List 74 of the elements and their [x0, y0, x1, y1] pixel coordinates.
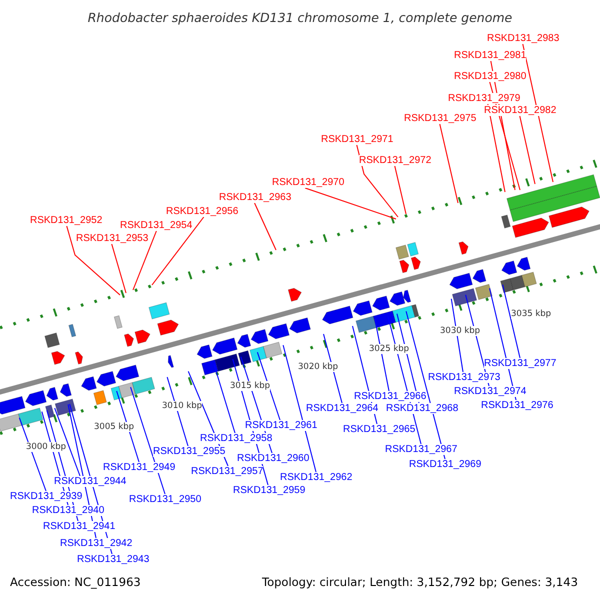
- gene-label: RSKD131_2963: [219, 192, 292, 203]
- gene-label: RSKD131_2976: [481, 400, 554, 411]
- gene-label: RSKD131_2975: [404, 113, 476, 124]
- gene-label: RSKD131_2941: [43, 521, 116, 532]
- gene-label: RSKD131_2982: [484, 105, 556, 116]
- scale-label: 3020 kbp: [298, 362, 338, 372]
- scale-label: 3005 kbp: [94, 422, 134, 432]
- diagram-title: Rhodobacter sphaeroides KD131 chromosome 1, complete genome: [86, 10, 514, 25]
- gene-label: RSKD131_2940: [32, 505, 104, 516]
- gene-label: RSKD131_2981: [454, 50, 526, 61]
- leader-line: [132, 230, 157, 290]
- gene-label: RSKD131_2979: [448, 93, 520, 104]
- gene-label: RSKD131_2964: [306, 403, 378, 414]
- leader-line: [66, 226, 120, 296]
- gene-label: RSKD131_2962: [280, 472, 352, 483]
- leader-line: [502, 284, 520, 358]
- gene-label: RSKD131_2953: [76, 233, 148, 244]
- leader-line: [522, 44, 554, 182]
- leader-line: [487, 104, 506, 192]
- leader-line: [18, 417, 46, 492]
- gene-label: RSKD131_2955: [153, 446, 226, 457]
- gene-label: RSKD131_2960: [237, 453, 310, 464]
- gene-label: RSKD131_2974: [454, 386, 526, 397]
- leader-line: [374, 319, 390, 392]
- scale-label: 3000 kbp: [26, 442, 66, 452]
- leader-line: [130, 386, 166, 494]
- gene-label: RSKD131_2949: [103, 462, 176, 473]
- gene-label: RSKD131_2939: [10, 491, 82, 502]
- leader-line: [256, 352, 280, 420]
- gene-label: RSKD131_2971: [321, 134, 394, 145]
- leader-line: [213, 364, 236, 434]
- scale-label: 3035 kbp: [511, 309, 552, 319]
- leader-line: [152, 216, 204, 286]
- gene-label: RSKD131_2966: [354, 391, 426, 402]
- gene-label: RSKD131_2961: [245, 420, 318, 431]
- leader-line: [519, 116, 536, 184]
- gene-label: RSKD131_2943: [77, 554, 150, 565]
- gene-label: RSKD131_2956: [166, 206, 238, 217]
- leader-line: [111, 244, 126, 294]
- gene-label: RSKD131_2980: [454, 71, 526, 82]
- genome-info-text: Topology: circular; Length: 3,152,792 bp; Genes: 3,143: [262, 575, 578, 589]
- scale-label: 3010 kbp: [162, 401, 202, 411]
- leader-line: [356, 144, 398, 218]
- gene-label: RSKD131_2958: [200, 433, 272, 444]
- gene-label: RSKD131_2973: [428, 372, 500, 383]
- accession-text: Accession: NC_011963: [10, 575, 141, 589]
- gene-label: RSKD131_2977: [484, 358, 556, 369]
- leader-line: [323, 334, 342, 404]
- leader-line: [254, 202, 276, 250]
- gene-label: RSKD131_2969: [409, 459, 482, 470]
- gene-label: RSKD131_2954: [120, 220, 192, 231]
- leader-line: [439, 124, 458, 204]
- leader-line: [304, 188, 396, 220]
- scale-label: 3030 kbp: [440, 326, 480, 336]
- gene-label: RSKD131_2957: [191, 466, 264, 477]
- leader-line: [282, 344, 316, 472]
- gene-label: RSKD131_2972: [359, 155, 432, 166]
- leader-line: [394, 166, 406, 214]
- gene-label: RSKD131_2970: [272, 177, 344, 188]
- gene-label: RSKD131_2950: [129, 494, 202, 505]
- leader-line: [166, 376, 188, 446]
- gene-label: RSKD131_2959: [233, 485, 306, 496]
- gene-label: RSKD131_2983: [487, 33, 560, 44]
- gene-label: RSKD131_2952: [30, 215, 102, 226]
- gene-label: RSKD131_2944: [54, 476, 126, 487]
- gene-label: RSKD131_2968: [386, 403, 458, 414]
- gene-label: RSKD131_2967: [385, 444, 458, 455]
- leader-line: [116, 390, 140, 462]
- leader-line: [450, 298, 464, 372]
- leader-line: [54, 408, 80, 476]
- scale-label: 3025 kbp: [369, 344, 410, 354]
- gene-label: RSKD131_2942: [60, 538, 132, 549]
- gene-label: RSKD131_2965: [343, 424, 416, 435]
- scale-label: 3015 kbp: [230, 381, 270, 391]
